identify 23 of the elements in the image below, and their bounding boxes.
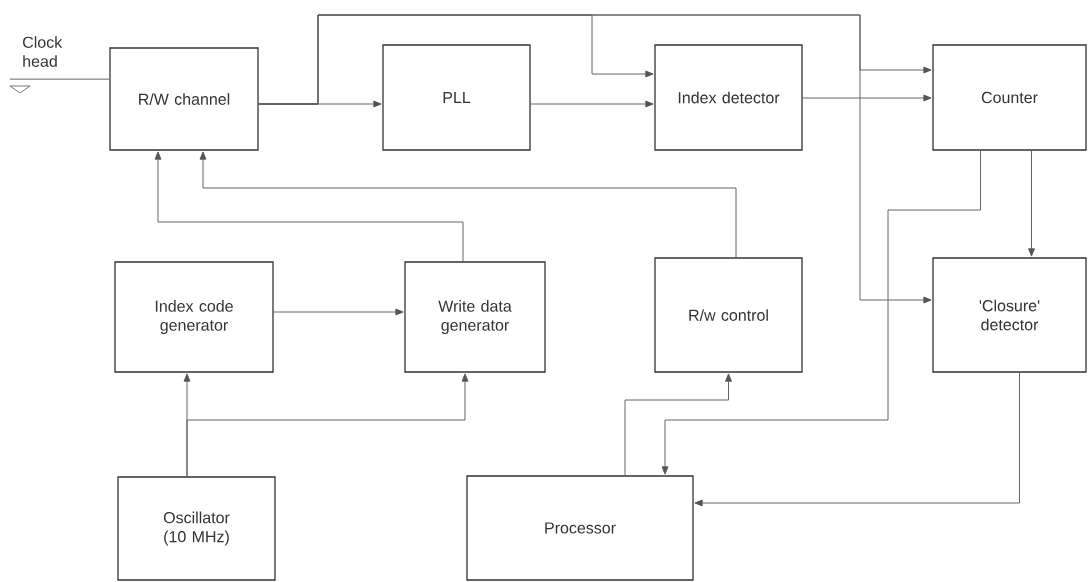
block-box: Index code generator	[114, 261, 274, 373]
clock-head-label: Clock head	[23, 36, 63, 67]
arrow	[694, 372, 1020, 507]
arrow	[186, 373, 469, 477]
connector-line	[9, 78, 110, 80]
block-box: R/W channel	[109, 47, 259, 151]
block-box: 'Closure' detector	[932, 257, 1087, 373]
arrow	[154, 151, 464, 262]
block-box: R/w control	[654, 257, 803, 373]
block-box: Write data generator	[404, 261, 546, 373]
arrow	[258, 14, 932, 304]
block-box: Processor	[466, 475, 694, 581]
block-box: Oscillator (10 MHz)	[117, 476, 276, 581]
arrow	[624, 373, 732, 476]
arrow	[661, 150, 981, 475]
block-box: Index detector	[654, 44, 803, 151]
arrow	[1028, 150, 1035, 257]
arrow	[802, 94, 932, 102]
block-box: PLL	[382, 44, 531, 151]
arrow	[199, 151, 737, 258]
arrow	[273, 308, 404, 316]
block-box: Counter	[932, 44, 1087, 151]
arrow	[530, 100, 654, 108]
